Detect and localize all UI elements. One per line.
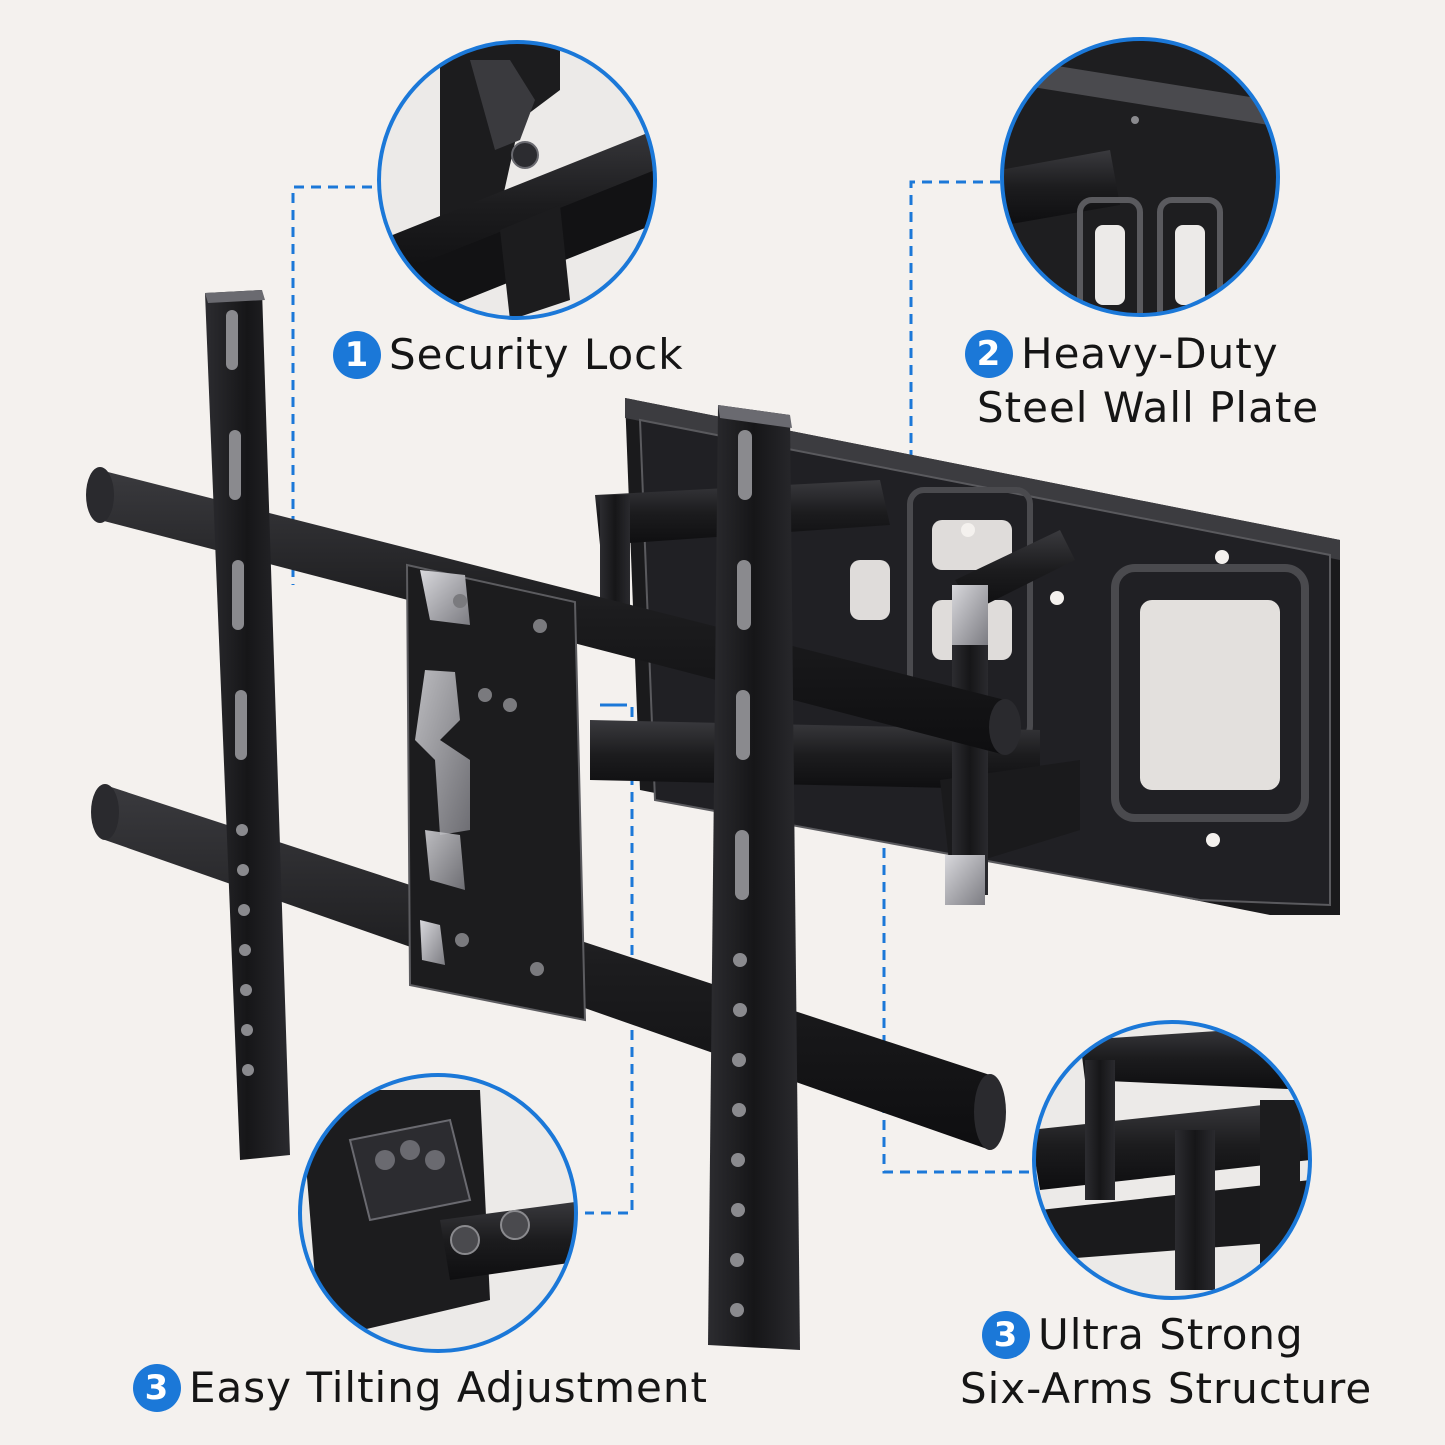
callout-wall-plate: 2 Heavy-Duty Steel Wall Plate	[965, 327, 1319, 435]
callout-label-line1: Heavy-Duty	[1021, 329, 1279, 378]
leader-line-tilting	[585, 703, 634, 1215]
right-vertical-bracket	[708, 405, 800, 1350]
callout-label: Easy Tilting Adjustment	[189, 1363, 708, 1412]
callout-label-line2: Steel Wall Plate	[977, 383, 1320, 432]
callout-tilting: 3 Easy Tilting Adjustment	[133, 1363, 708, 1412]
callout-arms: 3 Ultra Strong Six-Arms Structure	[960, 1308, 1372, 1416]
tilt-joint-closeup	[298, 1073, 578, 1353]
wall-mount	[86, 290, 1340, 1350]
arms-closeup	[1032, 1020, 1312, 1300]
callout-label-line1: Ultra Strong	[1038, 1310, 1304, 1359]
number-badge: 3	[982, 1311, 1030, 1359]
center-tilt-plate	[405, 563, 587, 1022]
callout-security-lock: 1 Security Lock	[333, 330, 684, 379]
callout-label-line2: Six-Arms Structure	[960, 1364, 1373, 1413]
leader-line-wall-plate	[909, 180, 1000, 455]
security-lock-closeup	[377, 40, 657, 320]
number-badge: 2	[965, 330, 1013, 378]
callout-label: Security Lock	[389, 330, 684, 379]
leader-line-arms	[882, 780, 1030, 1174]
wall-plate-closeup	[1000, 37, 1280, 317]
number-badge: 1	[333, 330, 381, 379]
leader-lines	[291, 180, 1030, 1215]
leader-line-security-lock	[291, 185, 372, 585]
left-vertical-bracket	[205, 290, 290, 1160]
number-badge: 3	[133, 1363, 181, 1412]
